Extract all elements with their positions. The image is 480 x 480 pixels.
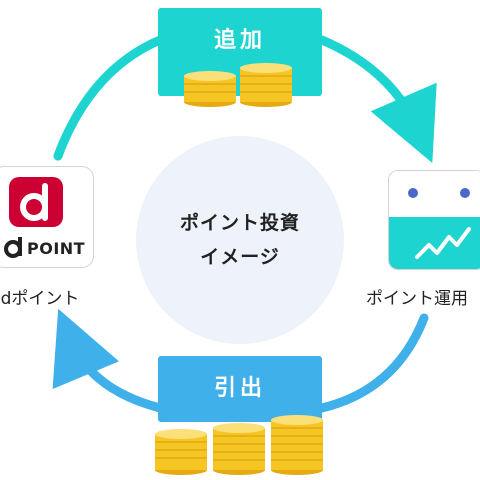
withdraw-step-box <box>158 356 322 422</box>
investment-caption: ポイント運用 <box>366 289 468 309</box>
add-step-label: 追加 <box>213 28 266 53</box>
stock-chart-icon <box>389 171 480 269</box>
dpoint-caption: dポイント <box>0 289 80 309</box>
investment-card <box>388 170 480 270</box>
center-title-line2: イメージ <box>200 246 280 268</box>
coin-stack-icon <box>184 63 292 107</box>
coin-stack-icon <box>155 415 323 475</box>
center-title-line1: ポイント投資 <box>179 212 300 234</box>
withdraw-step-label: 引出 <box>213 376 266 401</box>
arc-left-to-add <box>53 35 165 161</box>
dpoint-logo-card: POINT <box>0 166 94 268</box>
arrow-withdraw-to-left <box>52 308 165 413</box>
dpoint-logo-icon <box>4 177 63 258</box>
dpoint-logo-text: POINT <box>27 239 86 258</box>
arc-right-to-withdraw <box>317 313 429 413</box>
center-circle: ポイント投資 イメージ <box>136 136 344 344</box>
arrow-add-to-right <box>317 35 437 164</box>
